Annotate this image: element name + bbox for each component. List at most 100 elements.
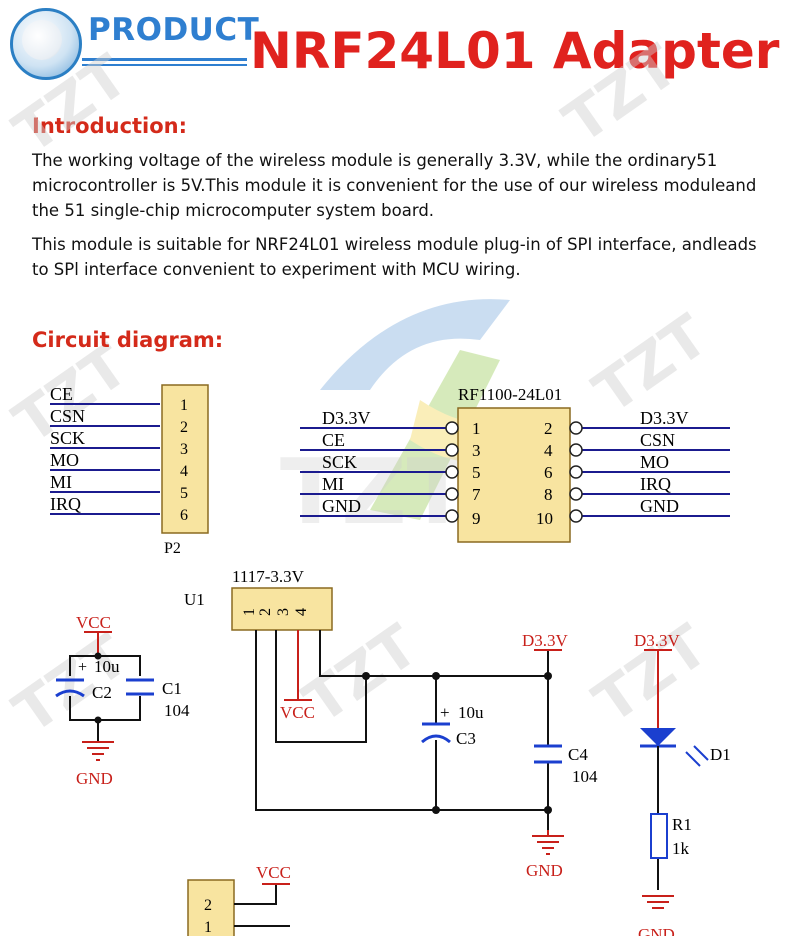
junction-dots bbox=[362, 672, 552, 814]
c2-capacitor-icon bbox=[55, 678, 85, 698]
c1-value: 104 bbox=[164, 701, 190, 720]
c2-value: 10u bbox=[94, 657, 120, 676]
rf-right-signal: CSN bbox=[640, 430, 675, 450]
rf-left-signal: GND bbox=[322, 496, 361, 516]
rf-left-pin: 5 bbox=[472, 463, 481, 482]
rf-left-pin: 7 bbox=[472, 485, 481, 504]
u1-designator: U1 bbox=[184, 590, 205, 609]
circuit-heading: Circuit diagram: bbox=[32, 328, 224, 352]
intro-paragraph-2: This module is suitable for NRF24L01 wir… bbox=[32, 235, 757, 279]
rf-right-signal: IRQ bbox=[640, 474, 671, 494]
header-connector-body bbox=[187, 879, 235, 936]
d33v-label: D3.3V bbox=[634, 631, 681, 650]
c4-capacitor-icon bbox=[534, 744, 562, 764]
c3-plus: + bbox=[440, 703, 450, 722]
rf-left-signal: D3.3V bbox=[322, 408, 371, 428]
rf-right-pin: 2 bbox=[544, 419, 553, 438]
rf-module-name: RF1100-24L01 bbox=[458, 385, 562, 404]
introduction-heading: Introduction: bbox=[32, 114, 188, 138]
gnd-label: GND bbox=[526, 861, 563, 880]
gnd-icon bbox=[642, 895, 674, 909]
u1-pin: 1 bbox=[241, 608, 258, 616]
vcc-stub bbox=[284, 630, 312, 701]
product-underline bbox=[82, 58, 247, 61]
rf-right-wires bbox=[582, 427, 730, 517]
product-underline-2 bbox=[82, 64, 247, 66]
c4-label: C4 bbox=[568, 745, 588, 764]
c1c2-wires bbox=[69, 655, 141, 742]
u1-pin: 2 bbox=[257, 608, 274, 616]
c3-capacitor-icon bbox=[421, 722, 451, 744]
rf-right-signal: D3.3V bbox=[640, 408, 689, 428]
d1-label: D1 bbox=[710, 745, 731, 764]
p2-pin: 1 bbox=[180, 397, 188, 414]
vcc-symbol-left bbox=[84, 631, 112, 656]
c1-label: C1 bbox=[162, 679, 182, 698]
page-header: PRODUCT NRF24L01 Adapter bbox=[0, 0, 800, 100]
p2-signal: MO bbox=[50, 450, 79, 470]
rf-right-signal: MO bbox=[640, 452, 669, 472]
led-icon bbox=[640, 728, 709, 767]
gnd-icon bbox=[82, 741, 114, 761]
rf-module-body bbox=[457, 407, 571, 543]
c2-label: C2 bbox=[92, 683, 112, 702]
r1-label: R1 bbox=[672, 815, 692, 834]
rf-left-signal: SCK bbox=[322, 452, 357, 472]
gnd-icon bbox=[532, 830, 564, 855]
rf-left-signal: CE bbox=[322, 430, 345, 450]
u1-part: 1117-3.3V bbox=[232, 567, 305, 586]
header-wires bbox=[234, 884, 290, 927]
p2-designator: P2 bbox=[164, 540, 181, 557]
r1-resistor-icon bbox=[650, 813, 668, 859]
product-label: PRODUCT bbox=[88, 12, 260, 48]
u1-pin: 3 bbox=[275, 608, 292, 616]
p2-signal: MI bbox=[50, 472, 72, 492]
vcc-label: VCC bbox=[280, 703, 315, 722]
rf-right-pin: 8 bbox=[544, 485, 553, 504]
r1-value: 1k bbox=[672, 839, 690, 858]
p2-pin: 4 bbox=[180, 463, 188, 480]
watermark-text-large: TZT bbox=[280, 440, 469, 545]
c3-value: 10u bbox=[458, 703, 484, 722]
p2-signal: SCK bbox=[50, 428, 85, 448]
logo-highlight bbox=[22, 20, 62, 60]
d33v-symbol-2 bbox=[644, 649, 672, 728]
c4-value: 104 bbox=[572, 767, 598, 786]
p2-pin: 2 bbox=[180, 419, 188, 436]
rf-right-pin: 4 bbox=[544, 441, 553, 460]
p2-signal: CSN bbox=[50, 406, 85, 426]
u1-pin: 4 bbox=[293, 608, 310, 616]
p2-wires bbox=[50, 403, 160, 515]
header-pin: 2 bbox=[204, 897, 212, 914]
p2-pin: 5 bbox=[180, 485, 188, 502]
p2-pin: 3 bbox=[180, 441, 188, 458]
p2-signal: IRQ bbox=[50, 494, 81, 514]
u1-wires bbox=[255, 630, 549, 830]
vcc-label: VCC bbox=[76, 613, 111, 632]
vcc-label: VCC bbox=[256, 863, 291, 882]
d33v-label: D3.3V bbox=[522, 631, 569, 650]
rf-pin-circles bbox=[445, 421, 583, 523]
u1-regulator-body bbox=[231, 587, 333, 631]
junction-dots-left bbox=[94, 652, 102, 724]
page-title: NRF24L01 Adapter bbox=[250, 22, 780, 80]
p2-pin: 6 bbox=[180, 507, 188, 524]
rf-left-pin: 3 bbox=[472, 441, 481, 460]
c3-label: C3 bbox=[456, 729, 476, 748]
p2-signal: CE bbox=[50, 384, 73, 404]
c1-capacitor-icon bbox=[126, 678, 154, 696]
rf-right-pin: 10 bbox=[536, 509, 553, 528]
rf-right-signal: GND bbox=[640, 496, 679, 516]
gnd-label: GND bbox=[76, 769, 113, 788]
rf-left-pin: 9 bbox=[472, 509, 481, 528]
rf-right-pin: 6 bbox=[544, 463, 553, 482]
c2-plus: + bbox=[78, 659, 87, 676]
rf-left-pin: 1 bbox=[472, 419, 481, 438]
rf-left-signal: MI bbox=[322, 474, 344, 494]
intro-paragraph-1: The working voltage of the wireless modu… bbox=[32, 151, 757, 220]
rf-left-wires bbox=[300, 427, 446, 517]
p2-connector-body bbox=[161, 384, 209, 534]
gnd-label: GND bbox=[638, 925, 675, 936]
header-pin: 1 bbox=[204, 919, 212, 936]
